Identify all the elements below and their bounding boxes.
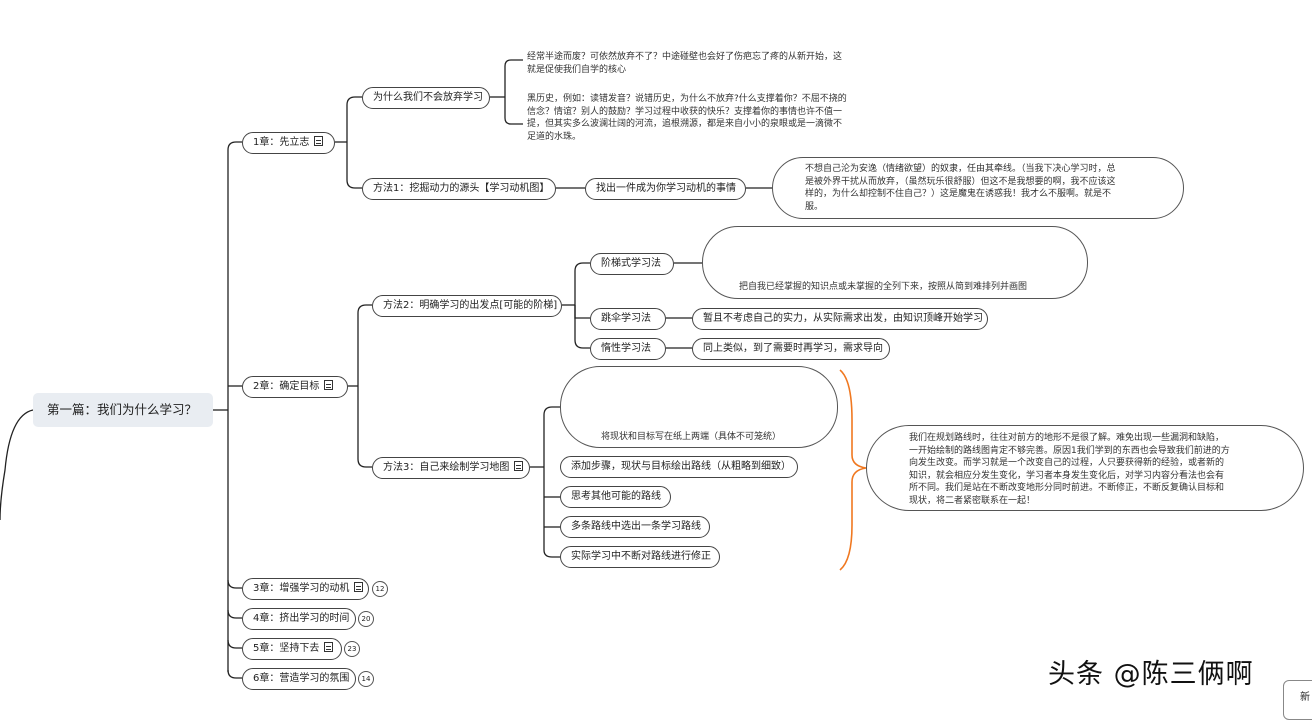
m3-item-4-node[interactable]: 多条路线中选出一条学习路线 — [560, 516, 710, 538]
node-label: 实际学习中不断对路线进行修正 — [571, 551, 711, 562]
text-line: 经常半途而废？可依然放弃不了？中途碰壁也会好了伤疤忘了疼的从新开始，这 — [527, 52, 843, 62]
text-line: 服。 — [805, 201, 824, 212]
why-text-1: 经常半途而废？可依然放弃不了？中途碰壁也会好了伤疤忘了疼的从新开始，这 就是促使… — [527, 51, 842, 76]
node-label: 思考其他可能的路线 — [571, 491, 661, 502]
chapter-3-node[interactable]: 3章：增强学习的动机 — [242, 578, 369, 600]
m3-item-2-node[interactable]: 添加步骤，现状与目标绘出路线（从粗略到细致） — [560, 456, 798, 478]
node-label: 方法3：自己来绘制学习地图 — [383, 462, 510, 473]
note-icon[interactable] — [514, 461, 524, 471]
text-line: 样的，为什么却控制不住自己？）这是魔鬼在诱惑我！我才么不服啊。就是不 — [805, 189, 1112, 199]
node-label: 添加步骤，现状与目标绘出路线（从粗略到细致） — [571, 461, 791, 472]
why-not-quit-node[interactable]: 为什么我们不会放弃学习 — [362, 87, 490, 109]
node-label: 方法2：明确学习的出发点[可能的阶梯] — [383, 300, 558, 311]
chapter-label: 3章：增强学习的动机 — [253, 583, 350, 594]
text-line: 就是促使我们自学的核心 — [527, 64, 627, 75]
inert-method-node[interactable]: 惰性学习法 — [590, 338, 666, 360]
step-method-bubble[interactable]: 把自我已经掌握的知识点或未掌握的全列下来，按照从简到难排列并画图 — [702, 226, 1088, 299]
text-line: 是被外界干扰从而放弃，（虽然玩乐很舒服）但这不是我想要的啊，我不应该这 — [805, 176, 1116, 187]
text-line: 知识，就会相应分发生变化，学习者本身发生变化后，对学习内容分看法也会有 — [909, 470, 1225, 481]
note-icon[interactable] — [324, 642, 334, 652]
node-label: 找出一件成为你学习动机的事情 — [596, 183, 736, 194]
text-line: 我们在规划路线时，往往对前方的地形不是很了解。难免出现一些漏洞和缺陷， — [909, 433, 1225, 443]
chapter-5-node[interactable]: 5章：坚持下去 — [242, 638, 342, 660]
text-line: 向发生改变。而学习就是一个改变自己的过程，人只要获得新的经验，或者新的 — [909, 458, 1225, 468]
node-label: 惰性学习法 — [601, 343, 651, 354]
node-label: 暂且不考虑自己的实力，从实际需求出发，由知识顶峰开始学习 — [703, 313, 983, 324]
root-label: 第一篇：我们为什么学习？ — [47, 402, 198, 417]
why-text-2: 黑历史，例如：读错发音？说错历史，为什么不放弃?什么支撑着你？不屈不挠的 信念？… — [527, 93, 847, 143]
m3-item-1-bubble[interactable]: 将现状和目标写在纸上两端（具体不可笼统） — [560, 366, 838, 448]
text-line: 所不同。我们是站在不断改变地形分同时前进。不断修正，不断反复确认目标和 — [909, 483, 1225, 493]
jump-method-text-node[interactable]: 暂且不考虑自己的实力，从实际需求出发，由知识顶峰开始学习 — [692, 308, 988, 330]
collapsed-count-badge[interactable]: 20 — [358, 611, 374, 627]
m3-item-1-text: 将现状和目标写在纸上两端（具体不可笼统） — [601, 432, 782, 442]
chapter-4-node[interactable]: 4章：挤出学习的时间 — [242, 608, 356, 630]
m3-item-3-node[interactable]: 思考其他可能的路线 — [560, 486, 671, 508]
chapter-label: 5章：坚持下去 — [253, 643, 320, 654]
method1-node[interactable]: 方法1：挖掘动力的源头【学习动机图】 — [362, 178, 556, 200]
corner-tab[interactable]: 新 — [1283, 680, 1312, 720]
motivation-note-bubble[interactable]: 不想自己沦为安逸（情绪欲望）的奴隶，任由其牵线。（当我下决心学习时，总 是被外界… — [772, 157, 1184, 219]
inert-method-text-node[interactable]: 同上类似，到了需要时再学习，需求导向 — [692, 338, 890, 360]
route-summary-text: 我们在规划路线时，往往对前方的地形不是很了解。难免出现一些漏洞和缺陷， 一开始绘… — [909, 432, 1230, 507]
method2-node[interactable]: 方法2：明确学习的出发点[可能的阶梯] — [372, 295, 562, 317]
note-icon[interactable] — [354, 582, 364, 592]
orange-bracket — [839, 369, 867, 571]
jump-method-node[interactable]: 跳伞学习法 — [590, 308, 666, 330]
text-line: 现状，将二者紧密联系在一起！ — [909, 495, 1036, 506]
node-label: 阶梯式学习法 — [601, 258, 661, 269]
text-line: 信念？情谊？别人的鼓励？学习过程中收获的快乐？支撑着你的事情也许不值一 — [527, 106, 843, 117]
text-line: 提，但其实多么波澜壮阔的河流，追根溯源，都是来自小小的泉眼或是一滴微不 — [527, 119, 843, 129]
note-icon[interactable] — [324, 380, 334, 390]
collapsed-count-badge[interactable]: 12 — [372, 581, 388, 597]
note-icon[interactable] — [314, 136, 324, 146]
method3-node[interactable]: 方法3：自己来绘制学习地图 — [372, 457, 530, 479]
node-label: 为什么我们不会放弃学习 — [373, 92, 483, 103]
node-label: 同上类似，到了需要时再学习，需求导向 — [703, 343, 883, 354]
m3-item-5-node[interactable]: 实际学习中不断对路线进行修正 — [560, 546, 720, 568]
step-method-node[interactable]: 阶梯式学习法 — [590, 253, 674, 275]
collapsed-count-badge[interactable]: 14 — [358, 671, 374, 687]
chapter-label: 4章：挤出学习的时间 — [253, 613, 350, 624]
route-summary-bubble[interactable]: 我们在规划路线时，往往对前方的地形不是很了解。难免出现一些漏洞和缺陷， 一开始绘… — [866, 425, 1304, 511]
node-label: 跳伞学习法 — [601, 313, 651, 324]
text-line: 足道的水珠。 — [527, 131, 582, 142]
step-method-text: 把自我已经掌握的知识点或未掌握的全列下来，按照从简到难排列并画图 — [739, 282, 1028, 292]
collapsed-count-badge[interactable]: 23 — [344, 641, 360, 657]
root-node[interactable]: 第一篇：我们为什么学习？ — [33, 393, 213, 427]
node-label: 多条路线中选出一条学习路线 — [571, 521, 701, 532]
text-line: 黑历史，例如：读错发音？说错历史，为什么不放弃?什么支撑着你？不屈不挠的 — [527, 94, 847, 104]
motivation-note-text: 不想自己沦为安逸（情绪欲望）的奴隶，任由其牵线。（当我下决心学习时，总 是被外界… — [805, 163, 1116, 213]
chapter-label: 1章：先立志 — [253, 137, 310, 148]
chapter-1-node[interactable]: 1章：先立志 — [242, 132, 335, 154]
chapter-6-node[interactable]: 6章：营造学习的氛围 — [242, 668, 356, 690]
text-line: 一开始绘制的路线图肯定不够完善。原因1我们学到的东西也会导致我们前进的方 — [909, 445, 1230, 456]
chapter-label: 6章：营造学习的氛围 — [253, 673, 350, 684]
text-line: 不想自己沦为安逸（情绪欲望）的奴隶，任由其牵线。（当我下决心学习时，总 — [805, 164, 1116, 174]
corner-tab-label: 新 — [1300, 692, 1310, 703]
method1-child-node[interactable]: 找出一件成为你学习动机的事情 — [585, 178, 746, 200]
watermark: 头条 @陈三俩啊 — [1048, 659, 1254, 690]
node-label: 方法1：挖掘动力的源头【学习动机图】 — [373, 183, 550, 194]
chapter-label: 2章：确定目标 — [253, 381, 320, 392]
chapter-2-node[interactable]: 2章：确定目标 — [242, 376, 348, 398]
